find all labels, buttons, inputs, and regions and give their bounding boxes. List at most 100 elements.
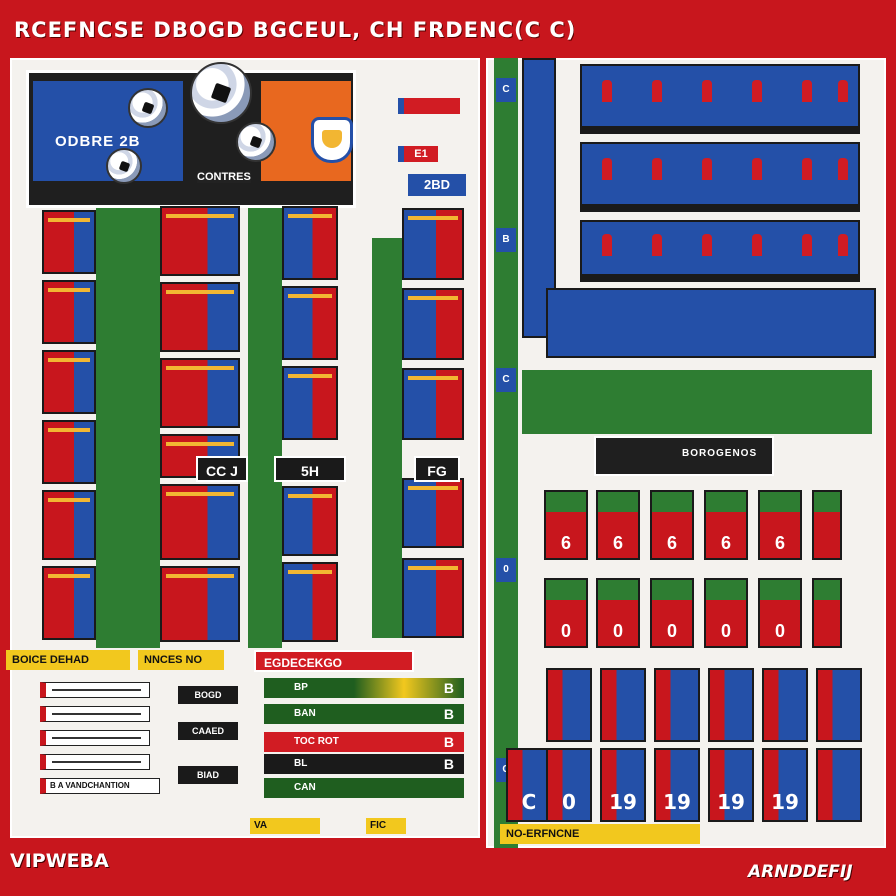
jersey-card[interactable]: 19 — [654, 748, 700, 822]
option-button[interactable]: BOGD — [178, 686, 238, 704]
roster-card[interactable] — [42, 566, 96, 640]
roster-card[interactable] — [42, 490, 96, 560]
bottom-banner: NO-ERFNCNE — [500, 824, 700, 844]
bottom-tag: FIC — [366, 818, 406, 834]
roster-card[interactable] — [160, 358, 240, 428]
roster-card[interactable] — [282, 286, 338, 360]
brand-logo: VIPWEBA — [10, 850, 109, 872]
jersey-card[interactable]: C — [506, 748, 552, 822]
roster-card[interactable] — [42, 280, 96, 344]
player-card[interactable] — [812, 578, 842, 648]
player-card[interactable]: 6 — [544, 490, 588, 560]
stand-row — [580, 64, 860, 134]
jersey-number: 19 — [771, 790, 799, 814]
jersey-card[interactable] — [546, 668, 592, 742]
jersey-card[interactable]: 19 — [600, 748, 646, 822]
menu-item[interactable] — [40, 682, 150, 698]
roster-column — [402, 208, 464, 638]
stat-label: BAN — [294, 708, 316, 719]
rail-badge[interactable]: C — [496, 368, 516, 392]
pitch-strip — [248, 208, 282, 648]
stand-row — [546, 288, 876, 358]
left-panel: ODBRE 2B CONTRES E1 2BD — [6, 58, 480, 838]
stat-value: B — [443, 706, 454, 722]
red-tag: E1 — [398, 146, 438, 162]
team-code: ODBRE 2B — [55, 133, 141, 150]
roster-card[interactable] — [402, 478, 464, 548]
jersey-card[interactable] — [816, 748, 862, 822]
player-card[interactable]: 0 — [704, 578, 748, 648]
player-card[interactable]: 6 — [704, 490, 748, 560]
menu-item[interactable] — [40, 754, 150, 770]
stat-value: B — [443, 734, 454, 750]
player-card[interactable]: 6 — [596, 490, 640, 560]
roster-card[interactable] — [42, 350, 96, 414]
roster-card[interactable] — [402, 368, 464, 440]
roster-card[interactable] — [402, 288, 464, 360]
football-icon — [106, 148, 142, 184]
roster-card[interactable] — [160, 282, 240, 352]
roster-card[interactable] — [282, 486, 338, 556]
section-label: FG — [414, 456, 460, 482]
stat-label: TOC ROT — [294, 736, 339, 747]
club-crest-icon — [311, 117, 353, 163]
stat-row: TOC ROT B — [264, 732, 464, 752]
score-caption: BOROGENOS — [682, 448, 758, 459]
roster-column — [42, 210, 96, 640]
player-card[interactable]: 0 — [650, 578, 694, 648]
roster-card[interactable] — [282, 562, 338, 642]
roster-card[interactable] — [160, 206, 240, 276]
player-card[interactable]: 6 — [650, 490, 694, 560]
jersey-card[interactable] — [816, 668, 862, 742]
jersey-card[interactable] — [600, 668, 646, 742]
roster-card[interactable] — [42, 210, 96, 274]
jersey-card[interactable] — [762, 668, 808, 742]
jersey-card[interactable]: 19 — [708, 748, 754, 822]
roster-card[interactable] — [160, 484, 240, 560]
jersey-card[interactable]: 0 — [546, 748, 592, 822]
menu-item[interactable]: B A VANDCHANTION — [40, 778, 160, 794]
pitch-strip — [372, 238, 402, 638]
bottom-tag: VA — [250, 818, 320, 834]
option-button[interactable]: CAAED — [178, 722, 238, 740]
roster-card[interactable] — [402, 558, 464, 638]
menu-item[interactable] — [40, 706, 150, 722]
roster-card[interactable] — [282, 206, 338, 280]
roster-card[interactable] — [282, 366, 338, 440]
roster-card[interactable] — [160, 566, 240, 642]
roster-card[interactable] — [402, 208, 464, 280]
stat-label: BL — [294, 758, 308, 769]
football-icon — [128, 88, 168, 128]
jersey-number: 0 — [562, 790, 576, 814]
football-icon — [236, 122, 276, 162]
rail-badge[interactable]: B — [496, 228, 516, 252]
side-rail — [494, 58, 518, 848]
jersey-card[interactable] — [708, 668, 754, 742]
brand-logo: ARNDDEFIJ — [748, 862, 853, 882]
option-button[interactable]: BIAD — [178, 766, 238, 784]
page-title: RCEFNCSE DBOGD BGCEUL, CH FRDENC(C C) — [14, 18, 574, 42]
jersey-number: C — [521, 790, 537, 814]
player-card[interactable]: 0 — [596, 578, 640, 648]
center-label: CONTRES — [197, 171, 251, 183]
player-card[interactable] — [812, 490, 842, 560]
player-card[interactable]: 6 — [758, 490, 802, 560]
blue-tag: 2BD — [408, 174, 466, 196]
right-panel: C B C 0 C BOROGENOS 6 6 6 6 6 0 0 0 0 0 … — [486, 58, 886, 848]
jersey-card[interactable] — [654, 668, 700, 742]
jersey-card[interactable]: 19 — [762, 748, 808, 822]
player-card[interactable]: 0 — [544, 578, 588, 648]
roster-column — [160, 206, 240, 642]
roster-card[interactable] — [42, 420, 96, 484]
stand-row — [580, 220, 860, 282]
rail-badge[interactable]: C — [496, 78, 516, 102]
info-banner: BOICE DEHAD — [6, 650, 130, 670]
stat-row: CAN — [264, 778, 464, 798]
match-score-strip: BOROGENOS — [594, 436, 774, 476]
menu-item[interactable] — [40, 730, 150, 746]
player-card[interactable]: 0 — [758, 578, 802, 648]
rail-badge[interactable]: 0 — [496, 558, 516, 582]
stats-header: EGDECEKGO — [254, 650, 414, 672]
